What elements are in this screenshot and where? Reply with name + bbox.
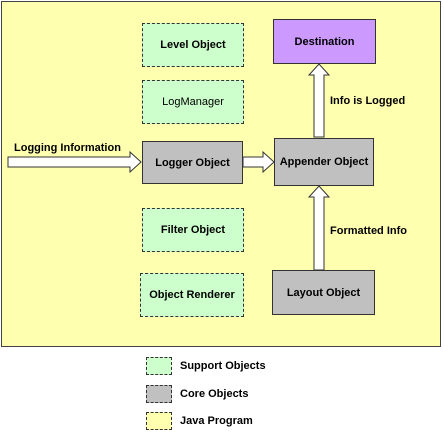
destination-label: Destination [294,35,355,48]
legend-program-swatch [146,412,172,430]
legend-support-swatch [146,357,172,375]
object-renderer-box: Object Renderer [140,273,244,317]
layout-object-box: Layout Object [272,270,375,315]
legend-support-label: Support Objects [180,360,266,372]
arrow-layout-to-appender [307,185,331,271]
arrow-logger-to-appender [242,150,275,174]
legend-core-label: Core Objects [180,388,249,400]
logger-object-label: Logger Object [155,156,230,169]
legend-program-label: Java Program [180,415,253,427]
arrow-logging-information [7,150,142,174]
filter-object-box: Filter Object [142,208,244,252]
logging-information-label: Logging Information [14,142,121,154]
layout-object-label: Layout Object [286,286,361,299]
destination-box: Destination [273,19,376,64]
logmanager-box: LogManager [142,80,244,124]
object-renderer-label: Object Renderer [149,289,235,301]
info-is-logged-label: Info is Logged [330,95,406,107]
formatted-info-label: Formatted Info [330,225,407,237]
logmanager-label: LogManager [162,96,224,108]
appender-object-box: Appender Object [274,138,374,186]
legend-core-swatch [146,385,172,403]
logger-object-box: Logger Object [142,141,243,184]
arrow-appender-to-destination [307,63,331,138]
level-object-box: Level Object [142,23,244,67]
filter-object-label: Filter Object [160,224,226,236]
appender-object-label: Appender Object [279,156,369,168]
level-object-label: Level Object [160,39,226,51]
